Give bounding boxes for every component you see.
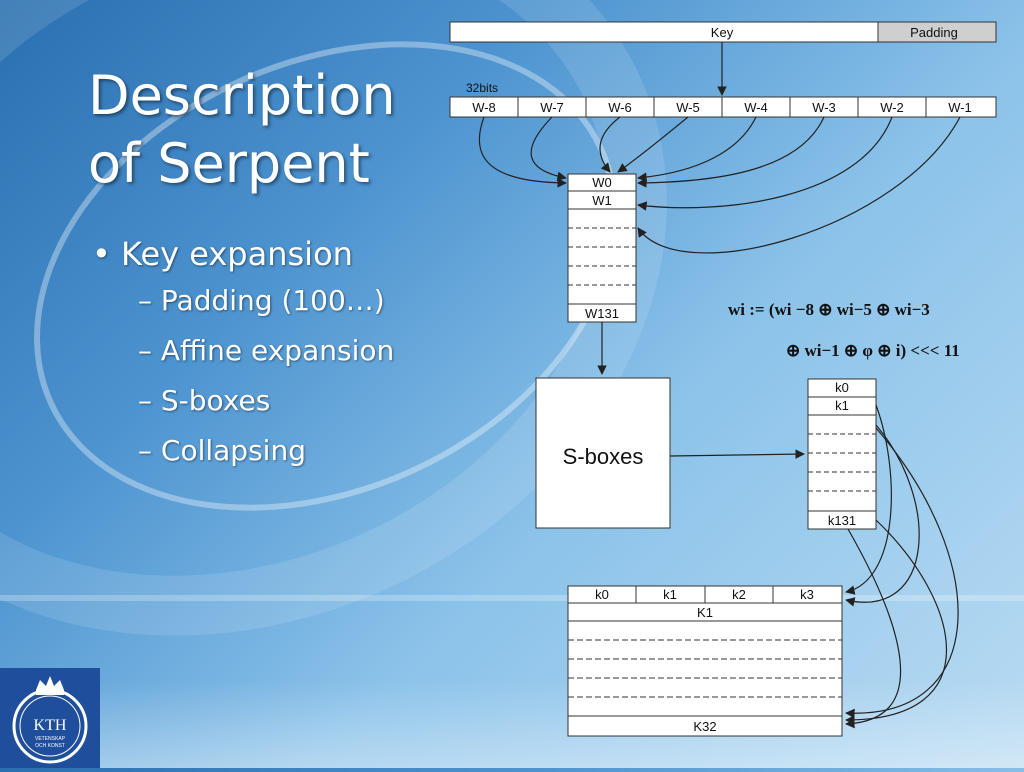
k0-label: k0 bbox=[835, 380, 849, 395]
K1-label: K1 bbox=[697, 605, 713, 620]
w-cell: W-5 bbox=[676, 100, 700, 115]
logo-text-main: KTH bbox=[34, 717, 67, 734]
arrow-w5-to-w0 bbox=[617, 116, 689, 173]
bullet-key-expansion: • Key expansion bbox=[92, 235, 353, 273]
formula-line-2: ⊕ wi−1 ⊕ φ ⊕ i) <<< 11 bbox=[786, 341, 960, 360]
kth-logo: KTH VETENSKAP OCH KONST bbox=[0, 668, 100, 768]
bits-label: 32bits bbox=[466, 81, 498, 95]
w-cell: W-7 bbox=[540, 100, 564, 115]
w-cell: W-3 bbox=[812, 100, 836, 115]
k-column: k0 k1 k131 bbox=[807, 378, 877, 530]
arrow-k1-to-block bbox=[845, 424, 920, 607]
arrow-k0-to-block bbox=[845, 404, 892, 595]
key-label: Key bbox=[711, 25, 734, 40]
K32-label: K32 bbox=[693, 719, 716, 734]
k131-label: k131 bbox=[828, 513, 856, 528]
slide-title: Description of Serpent bbox=[88, 62, 448, 198]
logo-text-sub2: OCH KONST bbox=[35, 743, 65, 749]
kb-k2-label: k2 bbox=[732, 587, 746, 602]
arrow-k3-to-block bbox=[845, 427, 959, 719]
formula-line-1: wi := (wi −8 ⊕ wi−5 ⊕ wi−3 bbox=[728, 300, 930, 319]
w-column: W0 W1 W131 bbox=[567, 173, 637, 323]
arrow-w3-to-w0 bbox=[637, 116, 825, 188]
sub-bullet-affine: – Affine expansion bbox=[138, 334, 395, 367]
kb-k3-label: k3 bbox=[800, 587, 814, 602]
arrow-w4-to-w0 bbox=[637, 116, 757, 182]
logo-text-sub1: VETENSKAP bbox=[35, 736, 66, 742]
w1-label: W1 bbox=[592, 193, 612, 208]
background-band bbox=[0, 595, 1024, 601]
w-cell: W-1 bbox=[948, 100, 972, 115]
w0-label: W0 bbox=[592, 175, 612, 190]
bullet-list: • Key expansion – Padding (100…) – Affin… bbox=[92, 232, 394, 476]
padding-box bbox=[877, 21, 997, 43]
arrow-w1-to-w1 bbox=[637, 116, 961, 254]
w-cell: W-2 bbox=[880, 100, 904, 115]
padding-label: Padding bbox=[910, 25, 958, 40]
arrow-w7-to-w0 bbox=[530, 116, 567, 182]
prekey-word-row: W-8 W-7 W-6 W-5 W-4 W-3 W-2 W-1 bbox=[449, 96, 997, 118]
word-feedback-arrows bbox=[478, 116, 961, 254]
arrow-k131a-to-block bbox=[845, 519, 948, 725]
key-box bbox=[449, 21, 879, 43]
sboxes-block: S-boxes bbox=[535, 377, 671, 529]
arrow-w6-to-w0 bbox=[599, 116, 621, 173]
key-padding-bar: Key Padding bbox=[449, 21, 997, 43]
w-cell: W-4 bbox=[744, 100, 768, 115]
kb-k1-label: k1 bbox=[663, 587, 677, 602]
arrow-k131b-to-block bbox=[845, 528, 902, 729]
arrow-w2-to-w1 bbox=[637, 116, 893, 211]
w-cell: W-8 bbox=[472, 100, 496, 115]
k1-label: k1 bbox=[835, 398, 849, 413]
sboxes-to-k-arrow bbox=[669, 449, 805, 459]
w-cell: W-6 bbox=[608, 100, 632, 115]
sub-bullet-padding: – Padding (100…) bbox=[138, 284, 385, 317]
arrow-w8-to-w0 bbox=[478, 116, 567, 188]
round-key-block: k0 k1 k2 k3 K1 K32 bbox=[567, 585, 843, 737]
sub-bullet-collapsing: – Collapsing bbox=[138, 434, 306, 467]
title-line-2: of Serpent bbox=[88, 132, 370, 195]
sboxes-label: S-boxes bbox=[563, 444, 644, 469]
sub-bullet-sboxes: – S-boxes bbox=[138, 384, 271, 417]
collapse-arrows bbox=[845, 404, 959, 729]
title-line-1: Description bbox=[88, 64, 396, 127]
kth-seal-icon: KTH VETENSKAP OCH KONST bbox=[12, 676, 88, 764]
kb-k0-label: k0 bbox=[595, 587, 609, 602]
w131-label: W131 bbox=[585, 306, 619, 321]
